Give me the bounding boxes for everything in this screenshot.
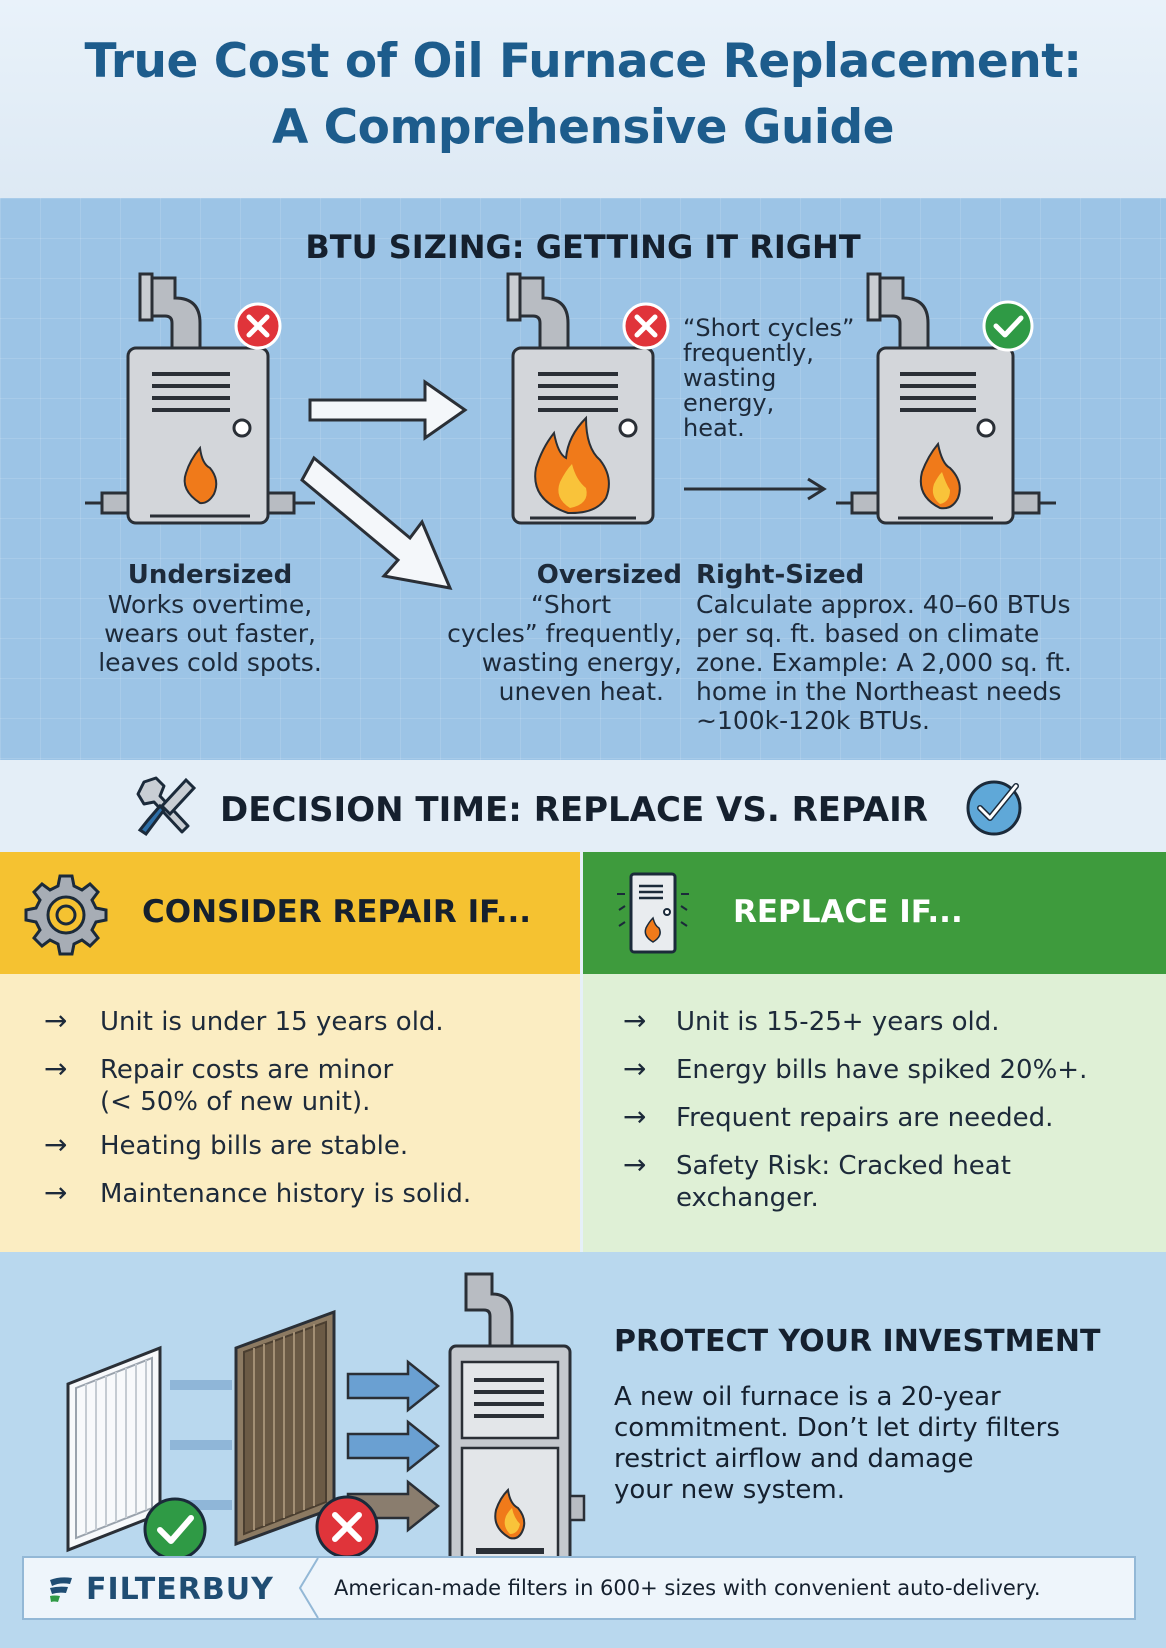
list-item: Maintenance history is solid. <box>100 1178 471 1210</box>
list-item: Frequent repairs are needed. <box>676 1102 1053 1134</box>
check-circle-icon <box>143 1497 207 1561</box>
list-item: Energy bills have spiked 20%+. <box>676 1054 1087 1086</box>
repair-heading: CONSIDER REPAIR IF... <box>142 894 532 930</box>
btu-sizing-section: BTU SIZING: GETTING IT RIGHT <box>0 198 1166 760</box>
divider-chevron <box>298 1557 319 1619</box>
list-item-text: Unit is under 15 years old. <box>100 1007 444 1037</box>
repair-list: → Unit is under 15 years old. → Repair c… <box>0 974 580 1252</box>
right-sized-line: Calculate approx. 40–60 BTUs <box>696 590 1071 619</box>
oversized-line: wasting energy, <box>481 648 682 677</box>
undersized-furnace-icon <box>85 272 315 525</box>
footer-banner: FILTERBUY American-made filters in 600+ … <box>22 1556 1136 1620</box>
wrench-screwdriver-icon <box>136 776 197 837</box>
oversized-caption: Oversized “Short cycles” frequently, was… <box>420 560 682 706</box>
list-item: Heating bills are stable. <box>100 1130 408 1162</box>
oversized-title: Oversized <box>536 560 682 590</box>
x-circle-icon <box>315 1495 379 1559</box>
oversized-line: uneven heat. <box>498 677 664 706</box>
furnace-icon <box>448 1272 586 1580</box>
annotation-line: wasting <box>683 364 777 392</box>
annotation-line: “Short cycles” <box>683 314 855 342</box>
arrow-icon: → <box>623 1148 647 1181</box>
undersized-line: leaves cold spots. <box>98 648 322 677</box>
protect-line: your new system. <box>614 1475 845 1505</box>
oversized-furnace-icon <box>506 272 670 525</box>
list-item: Repair costs are minor (< 50% of new uni… <box>100 1054 393 1118</box>
dirty-filter-icon <box>234 1309 336 1547</box>
undersized-line: Works overtime, <box>107 590 313 619</box>
right-sized-line: ~100k-120k BTUs. <box>696 706 930 735</box>
page-title-line-2: A Comprehensive Guide <box>271 100 895 155</box>
annotation-line: frequently, <box>683 339 814 367</box>
arrow-icon: → <box>623 1052 647 1085</box>
furnace-icon <box>617 872 689 954</box>
btu-heading: BTU SIZING: GETTING IT RIGHT <box>305 228 861 266</box>
replace-list: → Unit is 15-25+ years old. → Energy bil… <box>583 974 1166 1252</box>
replace-header: REPLACE IF... <box>583 852 1166 974</box>
list-item: Unit is under 15 years old. <box>100 1006 444 1038</box>
right-sized-title: Right-Sized <box>696 560 865 590</box>
list-item-text: Maintenance history is solid. <box>100 1179 472 1209</box>
arrow-icon: → <box>44 1128 68 1161</box>
protect-line: restrict airflow and damage <box>614 1444 974 1474</box>
thin-arrow-icon <box>684 477 827 501</box>
list-item-text: Unit is 15-25+ years old. <box>676 1007 1000 1037</box>
arrow-icon: → <box>44 1176 68 1209</box>
list-item-text: Safety Risk: Cracked heat <box>676 1151 1011 1181</box>
brand-tagline: American-made filters in 600+ sizes with… <box>334 1576 1041 1600</box>
annotation-line: energy, <box>683 389 775 417</box>
list-item-text: (< 50% of new unit). <box>100 1087 371 1117</box>
right-sized-caption: Right-Sized Calculate approx. 40–60 BTUs… <box>696 560 1156 735</box>
arrow-icon: → <box>44 1052 68 1085</box>
protect-line: commitment. Don’t let dirty filters <box>614 1413 1060 1443</box>
right-sized-line: zone. Example: A 2,000 sq. ft. <box>696 648 1072 677</box>
list-item-text: Energy bills have spiked 20%+. <box>676 1055 1088 1085</box>
oversized-line: “Short <box>530 590 612 619</box>
list-item: Safety Risk: Cracked heat exchanger. <box>676 1150 1011 1214</box>
repair-header: CONSIDER REPAIR IF... <box>0 852 580 974</box>
decision-banner: DECISION TIME: REPLACE VS. REPAIR <box>0 760 1166 852</box>
undersized-line: wears out faster, <box>104 619 316 648</box>
decision-heading: DECISION TIME: REPLACE VS. REPAIR <box>220 790 928 830</box>
arrow-icon: → <box>623 1100 647 1133</box>
right-sized-line: home in the Northeast needs <box>696 677 1062 706</box>
title-banner: True Cost of Oil Furnace Replacement: A … <box>0 0 1166 198</box>
annotation-line: heat. <box>683 414 745 442</box>
list-item-text: Frequent repairs are needed. <box>676 1103 1054 1133</box>
airflow-arrows <box>170 1359 441 1533</box>
right-sized-furnace-icon <box>836 272 1056 525</box>
list-item-text: Repair costs are minor <box>100 1055 394 1085</box>
protect-description: A new oil furnace is a 20-year commitmen… <box>614 1382 1134 1506</box>
filterbuy-logo-icon <box>50 1577 72 1602</box>
replace-heading: REPLACE IF... <box>733 894 963 930</box>
arrow-icon: → <box>623 1004 647 1037</box>
brand-name: FILTERBUY <box>86 1572 274 1607</box>
right-sized-line: per sq. ft. based on climate <box>696 619 1040 648</box>
undersized-caption: Undersized Works overtime, wears out fas… <box>86 560 334 677</box>
short-cycles-annotation: “Short cycles” frequently, wasting energ… <box>683 316 854 441</box>
oversized-line: cycles” frequently, <box>447 619 682 648</box>
check-circle-icon <box>966 780 1022 836</box>
gear-icon <box>24 874 108 956</box>
list-item: Unit is 15-25+ years old. <box>676 1006 1000 1038</box>
list-item-text: Heating bills are stable. <box>100 1131 409 1161</box>
protect-line: A new oil furnace is a 20-year <box>614 1382 1001 1412</box>
transition-arrows <box>300 379 468 590</box>
protect-heading: PROTECT YOUR INVESTMENT <box>614 1324 1101 1359</box>
arrow-icon: → <box>44 1004 68 1037</box>
page-title-line-1: True Cost of Oil Furnace Replacement: <box>84 34 1082 89</box>
list-item-text: exchanger. <box>676 1183 819 1213</box>
undersized-title: Undersized <box>127 560 293 590</box>
